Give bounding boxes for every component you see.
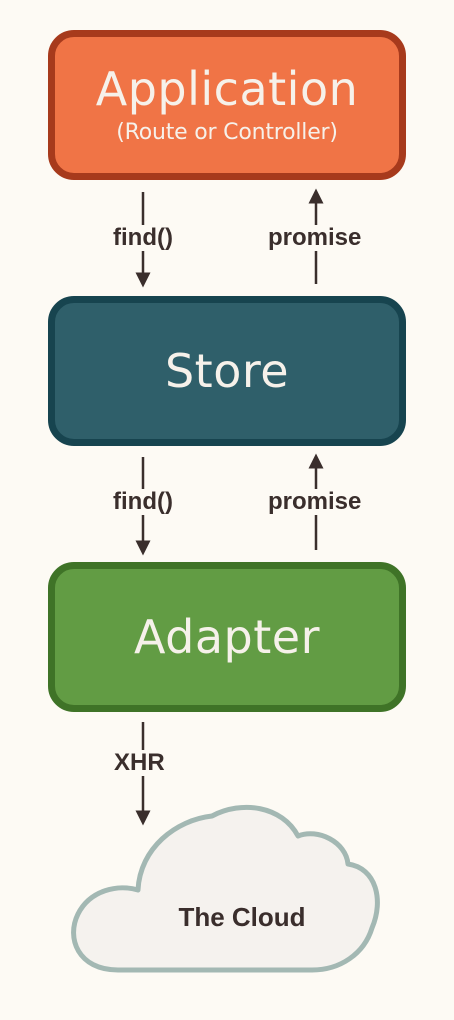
edge-label-store-to-adapter: find(): [113, 488, 173, 515]
adapter-box: Adapter: [48, 562, 406, 712]
edge-label-store-to-app: promise: [268, 224, 362, 251]
cloud-shape: [71, 804, 380, 973]
adapter-title: Adapter: [134, 610, 320, 664]
application-title: Application: [95, 61, 359, 116]
edge-label-app-to-store: find(): [113, 224, 173, 251]
cloud-label: The Cloud: [178, 902, 306, 932]
store-box: Store: [48, 296, 406, 446]
edge-label-adapter-to-cloud: XHR: [114, 749, 165, 776]
edge-label-adapter-to-store: promise: [268, 488, 362, 515]
application-subtitle: (Route or Controller): [116, 119, 338, 145]
application-box: Application (Route or Controller): [48, 30, 406, 180]
store-title: Store: [164, 344, 290, 398]
